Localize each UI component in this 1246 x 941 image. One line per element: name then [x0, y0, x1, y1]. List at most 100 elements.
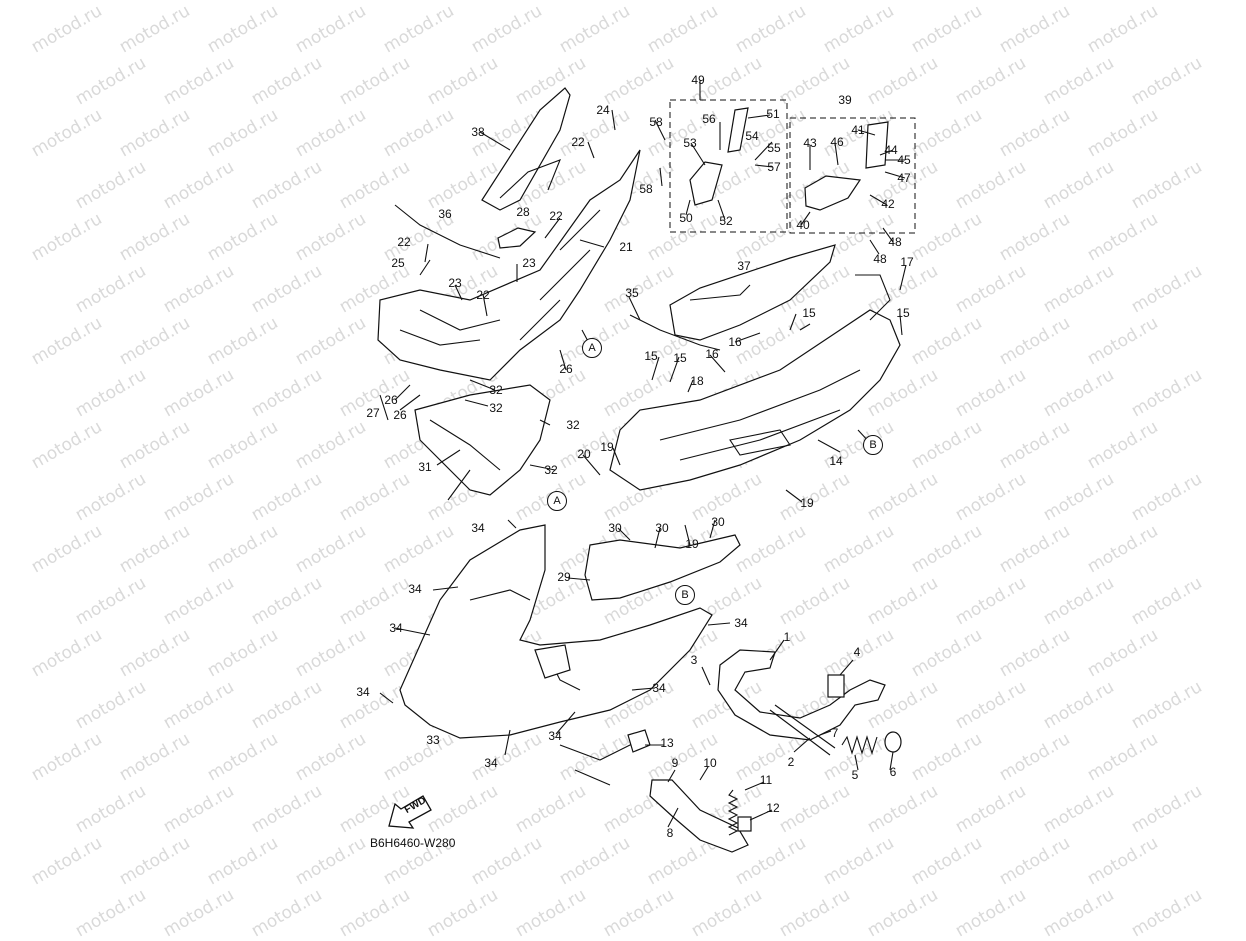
- part-37-panel: [669, 244, 836, 341]
- callout-label: 30: [711, 515, 725, 529]
- callout-label: 56: [702, 112, 716, 126]
- callout-label: 2: [787, 755, 795, 769]
- callout-label: 26: [384, 393, 398, 407]
- callout-label: 32: [544, 463, 558, 477]
- callout-label: 38: [471, 125, 485, 139]
- callout-label: 12: [766, 801, 780, 815]
- callout-label: 57: [767, 160, 781, 174]
- callout-label: 23: [448, 276, 462, 290]
- callout-label: 29: [557, 570, 571, 584]
- part-35-wire: [629, 314, 721, 351]
- part-5-spring: [841, 735, 878, 755]
- callout-label: 22: [549, 209, 563, 223]
- callout-label: 34: [356, 685, 370, 699]
- callout-label: 43: [803, 136, 817, 150]
- callout-label: 39: [838, 93, 852, 107]
- callout-label: 7: [831, 726, 839, 740]
- callout-label: 4: [853, 645, 861, 659]
- callout-label: 21: [619, 240, 633, 254]
- callout-label: 54: [745, 129, 759, 143]
- callout-label: 48: [873, 252, 887, 266]
- part-13-bracket: [559, 729, 651, 786]
- callout-label: 14: [829, 454, 843, 468]
- part-14-footboard: [609, 274, 901, 491]
- callout-label: 32: [489, 383, 503, 397]
- callout-label: 33: [426, 733, 440, 747]
- part-6-cap: [884, 731, 902, 753]
- part-8-side-stand: [649, 779, 749, 853]
- callout-label: 16: [705, 347, 719, 361]
- fwd-arrow-icon: [385, 790, 435, 830]
- callout-label: 37: [737, 259, 751, 273]
- callout-label: 58: [649, 115, 663, 129]
- callout-label: 49: [691, 73, 705, 87]
- callout-label: 19: [800, 496, 814, 510]
- callout-label: 3: [690, 653, 698, 667]
- callout-label: 13: [660, 736, 674, 750]
- diagram-code: B6H6460-W280: [370, 836, 456, 850]
- callout-label: 15: [673, 351, 687, 365]
- callout-label: 15: [802, 306, 816, 320]
- callout-label: 34: [548, 729, 562, 743]
- callout-label: 18: [690, 374, 704, 388]
- callout-label: 26: [559, 362, 573, 376]
- callout-label: 51: [766, 107, 780, 121]
- part-29-under-cover: [584, 534, 741, 601]
- callout-label: 24: [596, 103, 610, 117]
- callout-label: 58: [639, 182, 653, 196]
- callout-label: 19: [600, 440, 614, 454]
- callout-label: 45: [897, 153, 911, 167]
- ref-marker: B: [863, 435, 883, 455]
- part-33-bottom-cover: [399, 524, 713, 739]
- callout-label: 48: [888, 235, 902, 249]
- callout-label: 22: [397, 235, 411, 249]
- callout-label: 46: [830, 135, 844, 149]
- part-12-spacer: [737, 816, 752, 832]
- callout-label: 42: [881, 197, 895, 211]
- callout-label: 15: [644, 349, 658, 363]
- callout-label: 44: [884, 143, 898, 157]
- callout-label: 34: [734, 616, 748, 630]
- callout-label: 53: [683, 136, 697, 150]
- callout-label: 30: [608, 521, 622, 535]
- callout-label: 26: [393, 408, 407, 422]
- callout-label: 28: [516, 205, 530, 219]
- ref-marker: A: [582, 338, 602, 358]
- callout-label: 34: [408, 582, 422, 596]
- callout-label: 36: [438, 207, 452, 221]
- callout-label: 8: [666, 826, 674, 840]
- callout-label: 52: [719, 214, 733, 228]
- callout-label: 5: [851, 768, 859, 782]
- callout-label: 22: [476, 288, 490, 302]
- part-11-spring: [727, 789, 739, 836]
- callout-label: 16: [728, 335, 742, 349]
- callout-label: 50: [679, 211, 693, 225]
- part-36-wire: [394, 204, 501, 259]
- part-49-footrest-kit: [669, 99, 788, 233]
- callout-label: 41: [851, 123, 865, 137]
- callout-label: 11: [759, 773, 773, 787]
- callout-label: 55: [767, 141, 781, 155]
- part-1-main-stand: [717, 649, 886, 756]
- callout-label: 19: [685, 537, 699, 551]
- callout-label: 34: [652, 681, 666, 695]
- callout-label: 9: [671, 756, 679, 770]
- callout-label: 47: [897, 171, 911, 185]
- callout-label: 15: [896, 306, 910, 320]
- callout-label: 34: [389, 621, 403, 635]
- callout-label: 22: [571, 135, 585, 149]
- callout-label: 23: [522, 256, 536, 270]
- callout-label: 1: [783, 630, 791, 644]
- callout-label: 20: [577, 447, 591, 461]
- callout-label: 25: [391, 256, 405, 270]
- callout-label: 30: [655, 521, 669, 535]
- callout-label: 35: [625, 286, 639, 300]
- callout-label: 31: [418, 460, 432, 474]
- callout-label: 32: [489, 401, 503, 415]
- ref-marker: A: [547, 491, 567, 511]
- callout-label: 32: [566, 418, 580, 432]
- callout-label: 34: [471, 521, 485, 535]
- part-38-panel: [481, 87, 571, 211]
